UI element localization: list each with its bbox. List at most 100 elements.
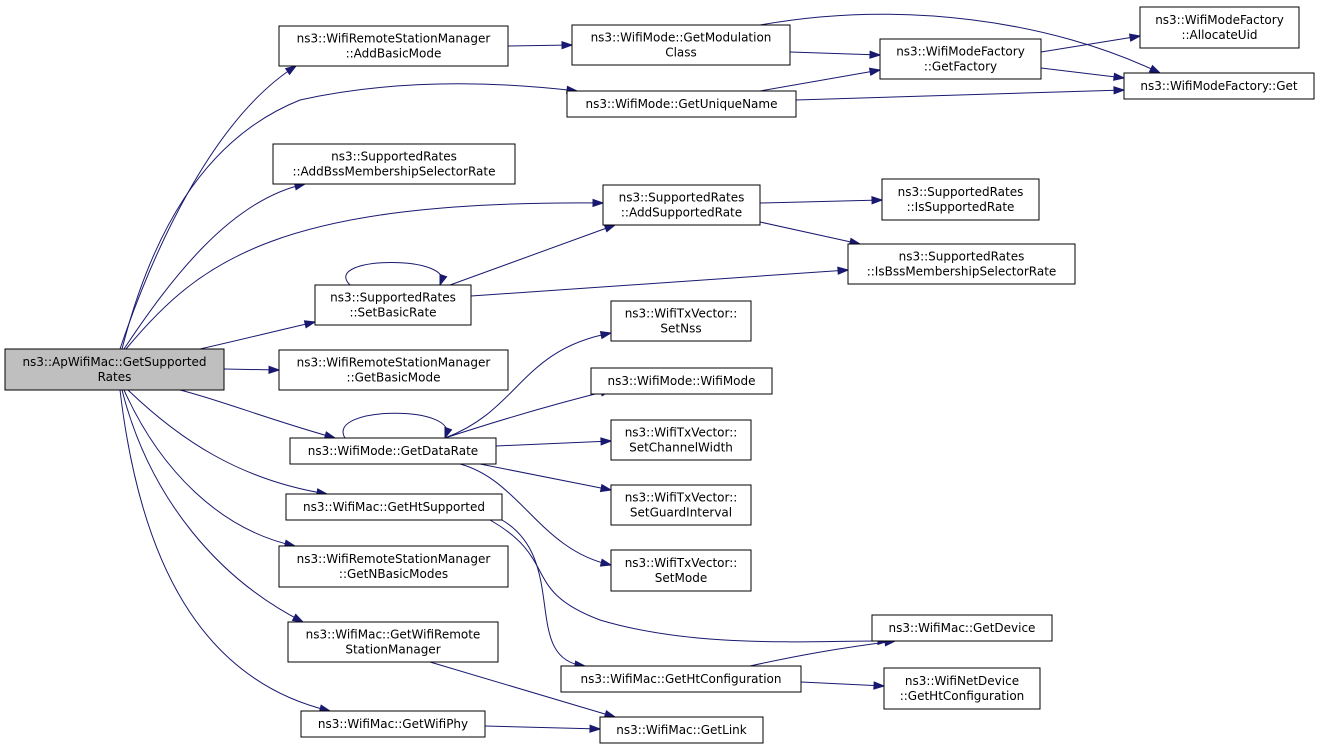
node-box (610, 419, 752, 461)
node-label-line: ::IsBssMembershipSelectorRate (867, 265, 1057, 279)
edge-line (179, 389, 336, 439)
node-rsm-getbasicmode[interactable]: ns3::WifiRemoteStationManager::GetBasicM… (278, 349, 509, 391)
edge-arrowhead (291, 613, 305, 623)
node-box (610, 484, 752, 526)
node-sr-issupported[interactable]: ns3::SupportedRates::IsSupportedRate (881, 178, 1040, 221)
edge-line (123, 183, 306, 350)
node-mode-getuniquename[interactable]: ns3::WifiMode::GetUniqueName (566, 90, 797, 118)
edges-layer (119, 13, 1162, 733)
edge-mode_getdatarate-to-mode_getdatarate (342, 412, 453, 440)
node-label-line: ns3::SupportedRates (898, 185, 1024, 199)
node-mode-ctor[interactable]: ns3::WifiMode::WifiMode (590, 367, 773, 395)
node-rsm-getnbasic[interactable]: ns3::WifiRemoteStationManager::GetNBasic… (278, 545, 509, 588)
edge-arrowhead (603, 709, 617, 719)
edge-mode_getdatarate-to-tx_setchannelwidth (495, 437, 613, 447)
node-mac-getrsm[interactable]: ns3::WifiMac::GetWifiRemoteStationManage… (287, 621, 499, 663)
node-label-line: ns3::SupportedRates (330, 291, 456, 305)
node-label-line: Class (665, 46, 697, 60)
node-label-line: ns3::WifiMac::GetWifiPhy (318, 717, 468, 731)
edge-line (789, 51, 881, 56)
edge-arrowhead (869, 50, 882, 59)
node-box (883, 667, 1041, 710)
node-box (610, 300, 752, 342)
node-factory-getfactory[interactable]: ns3::WifiModeFactory::GetFactory (879, 38, 1042, 80)
edge-line (470, 269, 849, 297)
node-mac-gethtsupported[interactable]: ns3::WifiMac::GetHtSupported (285, 493, 503, 521)
node-mode-getdatarate[interactable]: ns3::WifiMode::GetDataRate (289, 437, 497, 465)
edge-arrowhead (589, 724, 602, 733)
node-label-line: ns3::WifiMode::GetModulation (591, 31, 772, 45)
node-label-line: ns3::WifiRemoteStationManager (297, 356, 491, 370)
edge-factory_getfactory-to-factory_get (1040, 67, 1126, 81)
node-mac-getlink[interactable]: ns3::WifiMac::GetLink (599, 716, 764, 744)
edge-line (342, 412, 448, 439)
edge-line (119, 389, 331, 712)
node-label-line: ns3::SupportedRates (899, 250, 1025, 264)
node-label-line: ::AllocateUid (1181, 28, 1257, 42)
node-tx-setchannelwidth[interactable]: ns3::WifiTxVector::SetChannelWidth (610, 419, 752, 461)
edge-arrowhead (871, 196, 884, 205)
node-rsm-addbasicmode[interactable]: ns3::WifiRemoteStationManager::AddBasicM… (278, 25, 509, 67)
edge-line (444, 332, 612, 439)
edge-line (759, 221, 861, 245)
node-label-line: ::SetBasicRate (349, 306, 436, 320)
node-tx-setmode[interactable]: ns3::WifiTxVector::SetMode (610, 549, 752, 592)
edge-line (119, 65, 297, 350)
edge-arrowhead (303, 320, 317, 329)
node-mac-gethtconfig[interactable]: ns3::WifiMac::GetHtConfiguration (560, 665, 802, 693)
edge-line (1040, 35, 1141, 53)
edge-arrowhead (284, 65, 298, 76)
node-box (560, 665, 802, 693)
node-factory-get[interactable]: ns3::WifiModeFactory::Get (1123, 72, 1315, 100)
node-label-line: ::GetNBasicModes (339, 567, 448, 581)
edge-line (429, 661, 616, 718)
edge-mode_getdatarate-to-tx_setguard (479, 463, 613, 493)
edge-mode_getdatarate-to-tx_setmode (459, 463, 613, 567)
node-label-line: ns3::WifiModeFactory (1155, 13, 1284, 27)
node-label-line: ::AddSupportedRate (621, 206, 742, 220)
edge-line (501, 519, 586, 667)
node-mac-getdevice[interactable]: ns3::WifiMac::GetDevice (871, 614, 1053, 642)
edge-line (449, 224, 616, 286)
edge-line (127, 389, 328, 495)
node-factory-allocuid[interactable]: ns3::WifiModeFactory::AllocateUid (1139, 6, 1300, 49)
node-label-line: ::GetFactory (924, 60, 997, 74)
node-label-line: ns3::WifiRemoteStationManager (297, 552, 491, 566)
node-label-line: ::AddBssMembershipSelectorRate (292, 165, 495, 179)
node-label-line: ns3::WifiModeFactory (896, 45, 1025, 59)
node-sr-addbss[interactable]: ns3::SupportedRates::AddBssMembershipSel… (272, 143, 516, 185)
edge-root-to-mode_getdatarate (179, 389, 337, 440)
node-label-line: ns3::WifiMode::GetDataRate (308, 444, 478, 458)
edge-line (489, 519, 889, 643)
node-label-line: ns3::WifiMac::GetWifiRemote (306, 628, 481, 642)
node-sr-addsupported[interactable]: ns3::SupportedRates::AddSupportedRate (602, 184, 761, 226)
edge-line (121, 389, 304, 623)
node-tx-setguard[interactable]: ns3::WifiTxVector::SetGuardInterval (610, 484, 752, 526)
edge-line (121, 83, 578, 350)
edge-rsm_addbasicmode-to-mode_getmodclass (507, 40, 574, 50)
node-sr-setbasic[interactable]: ns3::SupportedRates::SetBasicRate (314, 284, 472, 326)
edge-mac_getwifiphy-to-mac_getlink (484, 724, 602, 733)
node-nd-gethtconfig[interactable]: ns3::WifiNetDevice::GetHtConfiguration (883, 667, 1041, 710)
edge-mac_gethtsupported-to-mac_gethtconfig (501, 519, 587, 669)
node-label-line: Rates (98, 370, 132, 384)
node-box (278, 349, 509, 391)
node-box (287, 621, 499, 663)
node-mac-getwifiphy[interactable]: ns3::WifiMac::GetWifiPhy (300, 710, 486, 738)
node-label-line: SetNss (660, 322, 701, 336)
edge-root-to-sr_addbss (123, 182, 307, 350)
edge-arrowhead (600, 437, 613, 446)
edge-mode_getdatarate-to-mode_ctor (444, 388, 613, 439)
node-label-line: ::AddBasicMode (346, 47, 442, 61)
node-box (602, 184, 761, 226)
node-box (610, 549, 752, 592)
node-box (881, 178, 1040, 221)
edge-root-to-sr_setbasic (199, 320, 317, 350)
node-tx-setnss[interactable]: ns3::WifiTxVector::SetNss (610, 300, 752, 342)
node-sr-isbss[interactable]: ns3::SupportedRates::IsBssMembershipSele… (847, 243, 1076, 285)
edge-arrowhead (873, 681, 886, 690)
node-label-line: StationManager (345, 643, 440, 657)
